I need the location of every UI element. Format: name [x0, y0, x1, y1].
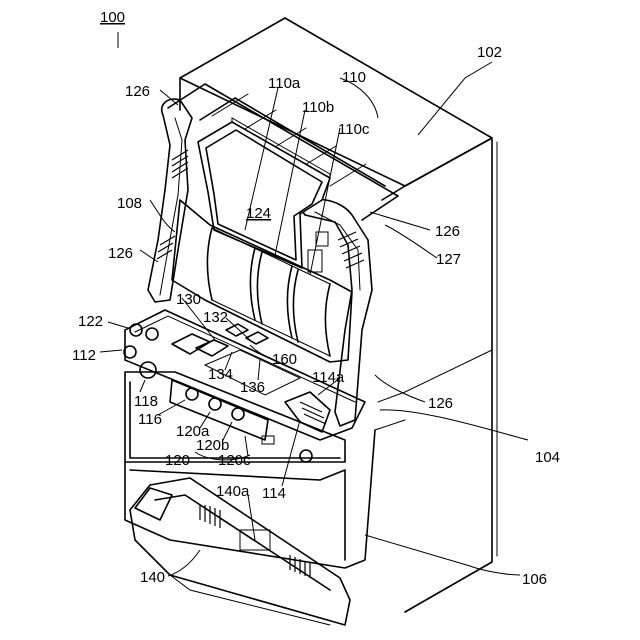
label-panel-160: 160	[272, 351, 297, 368]
label-reel-right: 110c	[338, 121, 370, 138]
label-speaker-mid-left: 126	[108, 245, 133, 262]
label-tray: 140	[140, 569, 165, 586]
label-token-slot-a: 114a	[312, 369, 345, 386]
label-stop-c: 120c	[218, 452, 251, 469]
label-control-panel: 112	[72, 347, 96, 364]
label-tray-a: 140a	[216, 483, 250, 500]
figure-number: 100	[100, 9, 125, 26]
label-credit-display: 130	[176, 291, 201, 308]
label-lever: 118	[134, 393, 158, 410]
label-reel-left: 110a	[268, 75, 301, 92]
label-token-slot: 114	[262, 485, 286, 502]
left-pillar	[148, 99, 192, 302]
label-payout-display: 132	[203, 309, 228, 326]
label-display: 124	[246, 205, 271, 222]
label-lamp: 127	[436, 251, 461, 268]
label-speaker-mid-right: 126	[435, 223, 460, 240]
label-reel-center: 110b	[302, 99, 334, 116]
label-cabinet: 102	[477, 44, 502, 61]
label-reels: 110	[342, 69, 366, 86]
label-front-door: 106	[522, 571, 547, 588]
label-lower-side: 104	[535, 449, 560, 466]
label-window-frame: 108	[117, 195, 142, 212]
label-stop-buttons: 120	[165, 452, 190, 469]
label-indicator: 122	[78, 313, 103, 330]
label-speaker-top-left: 126	[125, 83, 150, 100]
label-bet-button: 116	[138, 411, 162, 428]
label-speaker-low-right: 126	[428, 395, 453, 412]
label-button-136: 136	[240, 379, 265, 396]
reference-numerals: 100 102 104 106 108 110 110a 110b 110c 1…	[72, 9, 560, 588]
label-button-134: 134	[208, 366, 233, 383]
